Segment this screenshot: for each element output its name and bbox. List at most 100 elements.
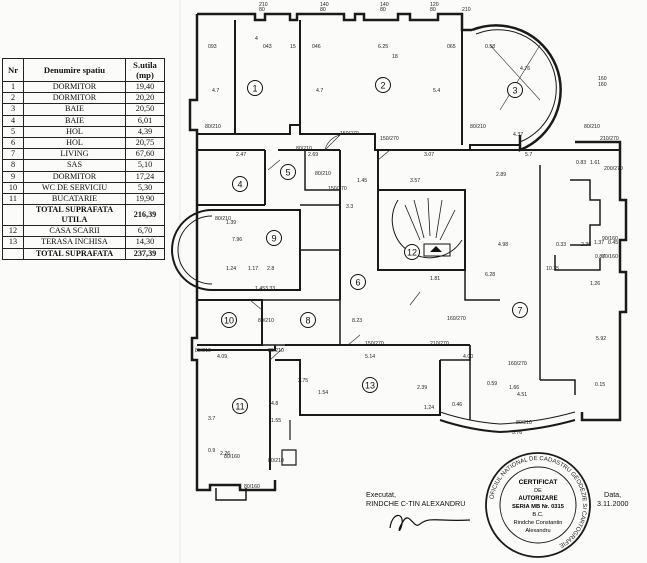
dimension-label: 160 (598, 76, 607, 82)
cell-room-name: BUCATARIE (23, 193, 126, 206)
executat-label: Executat, (366, 490, 396, 499)
dimension-label: 0.15 (595, 382, 605, 388)
stair-curve (391, 199, 463, 259)
dimension-label: 7.96 (232, 237, 242, 243)
room-marker-4 (232, 176, 248, 192)
wall-living-col (539, 165, 576, 395)
cell-area: 20,75 (125, 137, 165, 150)
dimension-label: 5.7 (525, 152, 532, 158)
dimension-label: 4.98 (498, 242, 508, 248)
room-marker-1 (247, 80, 263, 96)
dimension-label: 210 (462, 7, 471, 13)
wall-row3-top (197, 344, 470, 351)
dimension-label: 8.23 (352, 318, 362, 324)
door-size-label: 80/210 (205, 124, 221, 130)
door-size-label: 80/210 (268, 348, 284, 354)
door-size-label: 80/210 (215, 216, 231, 222)
cell-room-name: HOL (23, 125, 126, 139)
stamp-line5: B.C. (532, 512, 544, 518)
door-size-label: 80/210 (258, 318, 274, 324)
stamp-line2: DE (534, 488, 542, 494)
outer-wall-bottom-left (215, 488, 247, 501)
dimension-label: 3.7 (208, 416, 215, 422)
door-swings (249, 134, 421, 361)
dimension-label: 093 (208, 44, 217, 50)
round-bay-inner (475, 29, 557, 143)
cell-nr: 10 (2, 181, 24, 195)
dimension-label: 4.7 (316, 88, 323, 94)
wall-closet (300, 204, 341, 251)
dimension-label: 0.45 (608, 240, 618, 246)
date-value: 3.11.2000 (597, 499, 629, 508)
room-marker-7 (512, 302, 528, 318)
door-size-label: 90/160 (602, 236, 618, 242)
door-swing-6-top (324, 134, 341, 151)
dimension-label: 18 (392, 54, 398, 60)
wall-room13 (299, 360, 441, 416)
dimension-label: 1.26 (590, 281, 600, 287)
door-size-label: 150/270 (365, 341, 384, 347)
room-marker-2 (375, 77, 391, 93)
room-number-5: 5 (285, 168, 290, 178)
door-size-label: 200/270 (604, 166, 623, 172)
dimension-label: 0.87 (595, 254, 605, 260)
cell-nr: 6 (2, 137, 24, 150)
door-size-label: 80/160 (244, 484, 260, 490)
dimension-label: 0.59 (487, 381, 497, 387)
wall-living-niche (570, 179, 601, 246)
wall-room5 (304, 150, 341, 205)
plan-walls (171, 12, 628, 501)
cell-nr: 12 (2, 225, 24, 238)
dimension-label: 2.39 (417, 385, 427, 391)
stair-treads (404, 197, 456, 241)
dimension-label: 5.14 (365, 354, 375, 360)
outer-wall-top (197, 12, 472, 32)
cell-room-name: WC DE SERVICIU (23, 181, 126, 195)
cell-room-name: SAS (23, 159, 126, 172)
dimension-label: 2.8 (267, 266, 274, 272)
door-size-label: 160/270 (447, 316, 466, 322)
door-swing-13 (347, 334, 361, 346)
dimension-label: 4.8 (271, 401, 278, 407)
room-number-4: 4 (237, 180, 242, 190)
room-number-13: 13 (365, 381, 375, 391)
door-size-label: 80/160 (602, 254, 618, 260)
dimension-label: 1.61 (590, 160, 600, 166)
round-bay-room3 (471, 24, 562, 152)
dimension-label: 1.39 (226, 220, 236, 226)
cell-room-name: CASA SCARII (23, 225, 126, 238)
room-number-2: 2 (380, 81, 385, 91)
dimension-label: 2.47 (236, 152, 246, 158)
bottom-bay-inner (439, 411, 576, 425)
stair-arrow-box (423, 243, 451, 257)
cell-area: 20,20 (125, 92, 165, 105)
dimension-label: 0.83 (576, 160, 586, 166)
dimension-label: 160 (598, 82, 607, 88)
radius-line-b (499, 44, 541, 111)
dimension-label: 2.36 (581, 242, 591, 248)
dimension-label: 10.35 (546, 266, 559, 272)
dimension-label: 210 (259, 2, 268, 8)
dimension-label: 80 (259, 7, 265, 13)
dimension-label: 3.33 (265, 286, 275, 292)
door-swing-5 (267, 159, 281, 171)
cell-area: 5,30 (125, 181, 165, 195)
outer-wall-left (188, 14, 277, 492)
cell-room-name: DORMITOR (23, 170, 126, 183)
room-number-8: 8 (305, 316, 310, 326)
dimension-label: 1.81 (430, 276, 440, 282)
door-size-label: 80/210 (195, 348, 211, 354)
